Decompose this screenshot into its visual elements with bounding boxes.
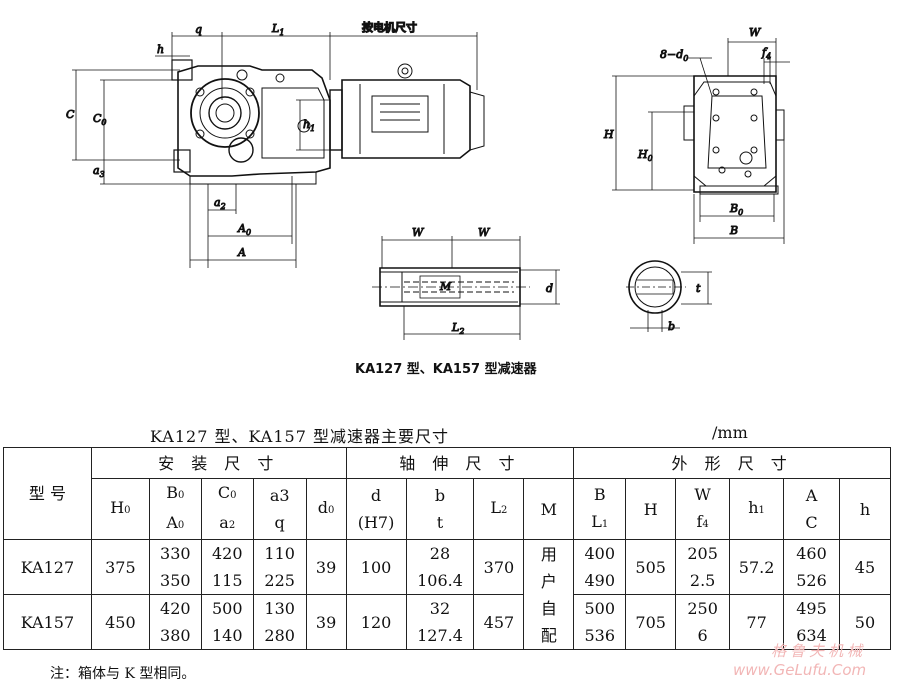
col-H0: H0 — [90, 478, 150, 540]
cell-H0: 375 — [90, 539, 150, 595]
cell-h: 45 — [838, 539, 892, 595]
cell-H: 705 — [625, 594, 677, 650]
col-d: d(H7) — [345, 478, 407, 540]
label-H0: H0 — [637, 148, 653, 163]
label-B0: B0 — [729, 202, 743, 217]
col-d0: d0 — [305, 478, 347, 540]
label-H: H — [603, 128, 614, 141]
header-outline: 外 形 尺 寸 — [573, 447, 891, 479]
label-W-shaft-1: W — [412, 226, 425, 239]
cell-d0: 39 — [305, 594, 347, 650]
cell-model: KA157 — [3, 594, 92, 650]
col-L2: L2 — [473, 478, 525, 540]
label-C0: C0 — [93, 112, 107, 127]
label-L1: L1 — [271, 22, 284, 37]
cell-d: 120 — [345, 594, 407, 650]
col-M: M — [523, 478, 575, 540]
label-motor-dim: 按电机尺寸 — [362, 20, 417, 34]
header-model: 型 号 — [3, 447, 92, 540]
cell-H: 505 — [625, 539, 677, 595]
front-view: q L1 按电机尺寸 h C C0 h1 a3 a2 A0 A — [66, 20, 485, 268]
cell-model: KA127 — [3, 539, 92, 595]
table-unit: /mm — [712, 423, 748, 442]
label-d0: 8−d0 — [660, 48, 688, 63]
col-H: H — [625, 478, 677, 540]
label-A: A — [237, 246, 246, 259]
label-h: h — [157, 43, 164, 56]
col-h1: h1 — [729, 478, 785, 540]
label-f4: f4 — [761, 46, 771, 61]
cell-L2: 457 — [473, 594, 525, 650]
label-h1: h1 — [303, 118, 315, 133]
technical-drawing: q L1 按电机尺寸 h C C0 h1 a3 a2 A0 A — [66, 20, 790, 340]
cell-H0: 450 — [90, 594, 150, 650]
hollow-shaft-view: W W M d L2 — [372, 226, 560, 340]
table-title: KA127 型、KA157 型减速器主要尺寸 — [150, 427, 449, 446]
label-A0: A0 — [237, 222, 251, 237]
label-t: t — [696, 282, 701, 295]
cell-d: 100 — [345, 539, 407, 595]
cell-M: 用户自配 — [523, 539, 575, 650]
watermark-name: 格鲁夫机械 — [771, 642, 867, 660]
label-W-shaft-2: W — [478, 226, 491, 239]
label-b: b — [668, 320, 675, 333]
label-M: M — [439, 280, 452, 293]
cell-h: 50 — [838, 594, 892, 650]
header-shaft: 轴 伸 尺 寸 — [345, 447, 575, 479]
side-view: W 8−d0 f4 H H0 B0 B — [603, 26, 790, 244]
label-L2: L2 — [451, 321, 464, 336]
footnote: 注：箱体与 K 型相同。 — [50, 666, 196, 682]
cell-h1: 57.2 — [729, 539, 785, 595]
cell-L2: 370 — [473, 539, 525, 595]
label-d: d — [546, 282, 553, 295]
figure-caption: KA127 型、KA157 型减速器 — [355, 362, 537, 377]
watermark-url: www.GeLufu.Com — [733, 661, 867, 679]
cell-h1: 77 — [729, 594, 785, 650]
header-install: 安 装 尺 寸 — [90, 447, 347, 479]
label-C: C — [66, 108, 75, 121]
cell-d0: 39 — [305, 539, 347, 595]
label-B: B — [729, 224, 738, 237]
label-q: q — [195, 23, 202, 36]
label-a3: a3 — [93, 164, 105, 179]
watermark: 格鲁夫机械 www.GeLufu.Com — [733, 640, 866, 679]
label-W-side: W — [749, 26, 762, 39]
label-a2: a2 — [214, 196, 226, 211]
col-h: h — [838, 478, 892, 540]
keyway-section: t b — [626, 260, 712, 334]
